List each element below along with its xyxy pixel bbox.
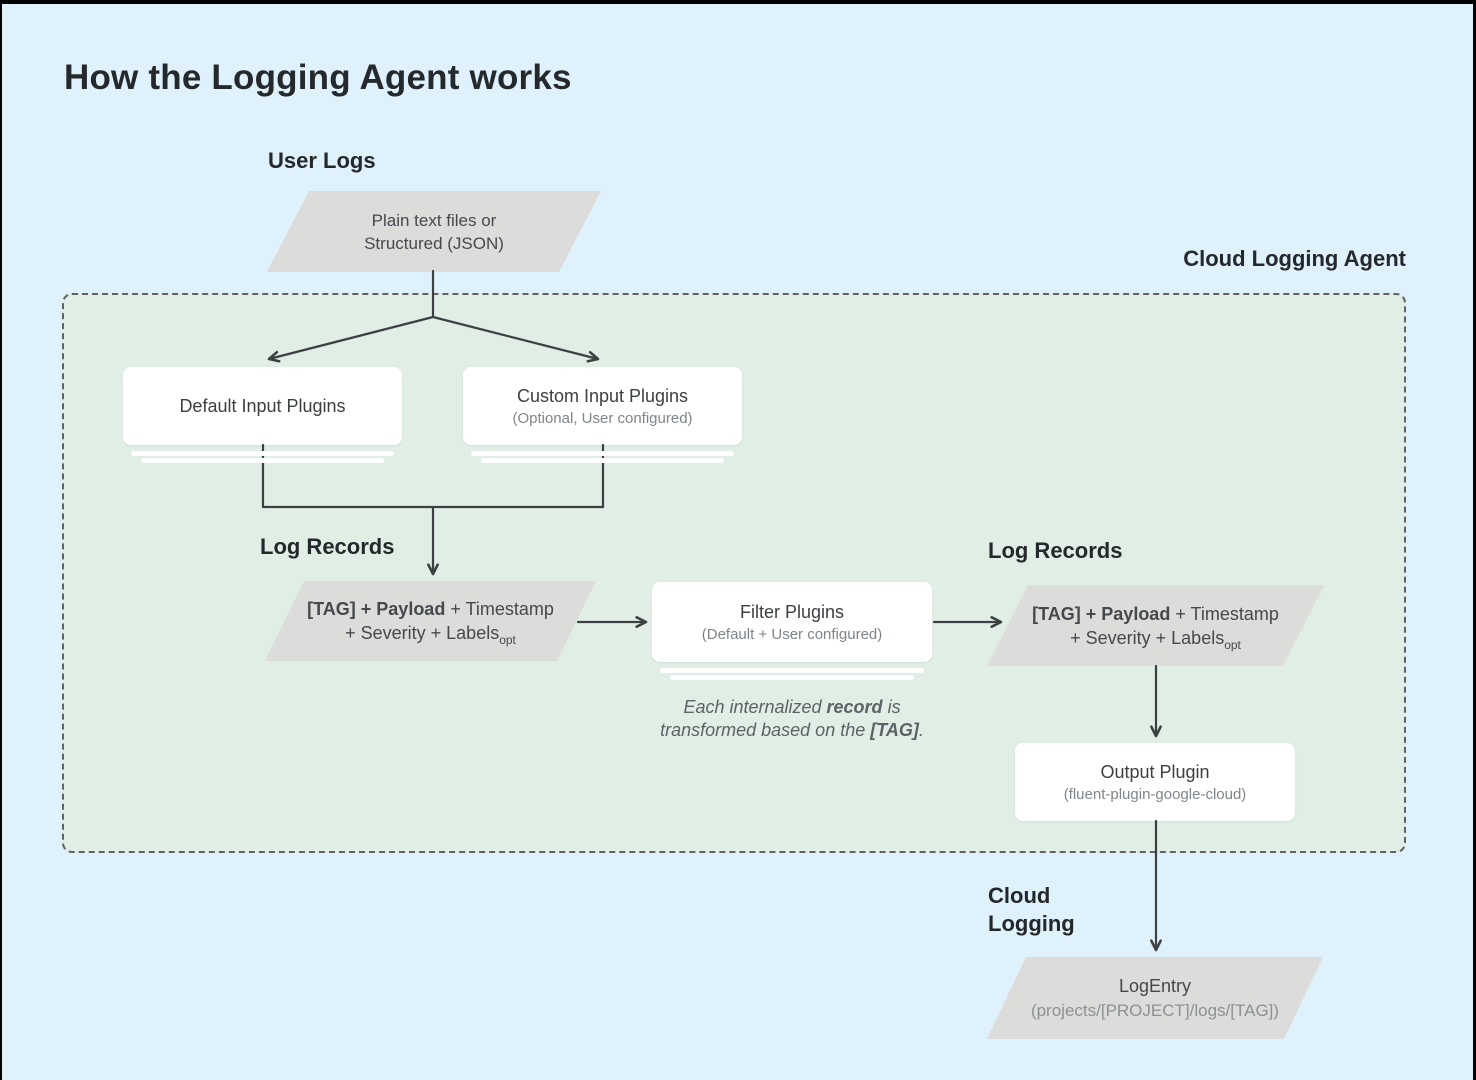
default-input-plugins-node: Default Input Plugins: [123, 367, 402, 445]
filter-plugins-title: Filter Plugins: [739, 601, 845, 622]
filter-plugins-node: Filter Plugins (Default + User configure…: [652, 582, 932, 662]
page-title: How the Logging Agent works: [64, 58, 572, 97]
user-logs-label: User Logs: [268, 148, 376, 173]
log-entry-shape: LogEntry (projects/[PROJECT]/logs/[TAG]): [987, 957, 1323, 1039]
cloud-logging-label: Cloud Logging: [988, 882, 1075, 938]
filter-plugins-subtitle: (Default + User configured): [701, 625, 883, 643]
stacked-pages-decoration: [471, 451, 734, 456]
stacked-pages-decoration: [141, 458, 384, 463]
default-input-plugins-title: Default Input Plugins: [179, 396, 346, 416]
stacked-pages-decoration: [481, 458, 724, 463]
custom-input-plugins-title: Custom Input Plugins: [516, 385, 689, 406]
log-entry-title: LogEntry: [1118, 976, 1192, 996]
cloud-logging-label-line2: Logging: [988, 911, 1075, 936]
custom-input-plugins-node: Custom Input Plugins (Optional, User con…: [463, 367, 742, 445]
output-plugin-title: Output Plugin: [1100, 761, 1210, 782]
log-records-left-label: Log Records: [260, 534, 395, 559]
stacked-pages-decoration: [131, 451, 394, 456]
cloud-logging-label-line1: Cloud: [988, 883, 1051, 908]
log-record-left-shape: [TAG] + Payload + Timestamp + Severity +…: [265, 581, 596, 661]
custom-input-plugins-subtitle: (Optional, User configured): [512, 409, 693, 427]
log-entry-text: LogEntry (projects/[PROJECT]/logs/[TAG]): [1031, 974, 1279, 1022]
record-transform-note: Each internalized record is transformed …: [660, 697, 924, 740]
log-entry-subtitle: (projects/[PROJECT]/logs/[TAG]): [1030, 1001, 1280, 1020]
user-logs-input-text: Plain text files or Structured (JSON): [364, 210, 504, 253]
user-logs-input-shape: Plain text files or Structured (JSON): [267, 191, 601, 272]
stacked-pages-decoration: [660, 668, 924, 673]
log-record-left-text: [TAG] + Payload + Timestamp + Severity +…: [307, 599, 554, 647]
log-records-right-label: Log Records: [988, 538, 1123, 563]
output-plugin-subtitle: (fluent-plugin-google-cloud): [1063, 785, 1247, 803]
diagram-canvas: How the Logging Agent works User Logs Cl…: [2, 4, 1473, 1080]
stacked-pages-decoration: [670, 675, 914, 680]
log-record-right-shape: [TAG] + Payload + Timestamp + Severity +…: [987, 585, 1324, 666]
output-plugin-node: Output Plugin (fluent-plugin-google-clou…: [1015, 743, 1295, 821]
log-record-right-text: [TAG] + Payload + Timestamp + Severity +…: [1032, 603, 1279, 652]
cloud-logging-agent-label: Cloud Logging Agent: [1183, 246, 1406, 271]
